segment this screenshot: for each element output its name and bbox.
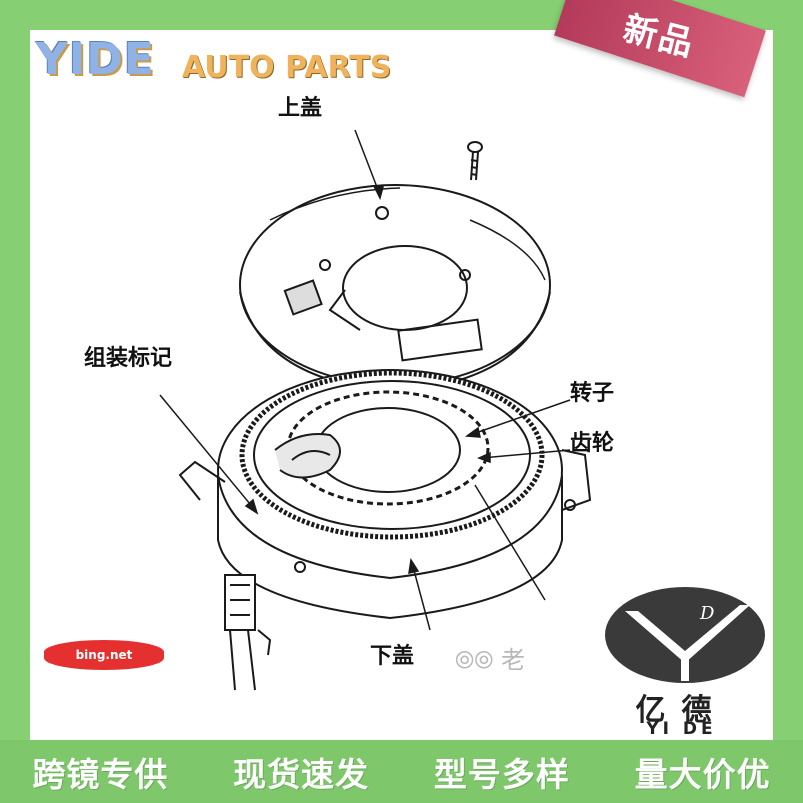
clock-spring-exploded-diagram — [159, 129, 592, 691]
label-rotor: 转子 — [570, 380, 615, 406]
slogan-cross-border: 跨镜专供 — [32, 754, 169, 794]
leader-lines — [159, 129, 571, 631]
logo-chinese-name: 亿德 — [635, 693, 728, 728]
screw-drawing — [467, 141, 483, 181]
bottom-housing-drawing — [178, 369, 592, 691]
yide-logo: D 亿德 YI DE — [590, 583, 773, 740]
label-gear: 齿轮 — [570, 430, 615, 456]
wechat-watermark: ⦾⦾ 老 — [455, 640, 525, 675]
label-assembly-mark: 组装标记 — [84, 345, 173, 371]
label-bottom-cover: 下盖 — [370, 643, 415, 669]
wechat-watermark-text: 老 — [501, 646, 526, 674]
brand-tagline: AUTO PARTS — [182, 50, 392, 85]
brand-name: YIDE — [36, 34, 155, 85]
slogan-models: 型号多样 — [433, 754, 570, 794]
frame-right-border — [773, 0, 803, 740]
new-badge-text: 新品 — [619, 8, 699, 65]
slogan-price: 量大价优 — [634, 754, 771, 794]
top-cover-drawing — [239, 184, 551, 394]
label-top-cover: 上盖 — [278, 95, 323, 121]
promo-banner: 跨镜专供 现货速发 型号多样 量大价优 — [0, 740, 803, 803]
wechat-icon: ⦾⦾ — [455, 646, 494, 674]
red-stamp: bing.net — [44, 640, 164, 670]
frame-left-border — [0, 0, 30, 740]
product-image: YIDE AUTO PARTS 上盖 组装标记 转子 齿轮 下盖 ⦾⦾ 老 bi… — [30, 30, 773, 740]
stamp-text: bing.net — [75, 648, 133, 662]
logo-english-name: YI DE — [646, 719, 717, 739]
logo-letter: D — [699, 603, 715, 624]
slogan-in-stock: 现货速发 — [233, 754, 370, 794]
yide-logo-mark-icon: D — [605, 587, 765, 683]
